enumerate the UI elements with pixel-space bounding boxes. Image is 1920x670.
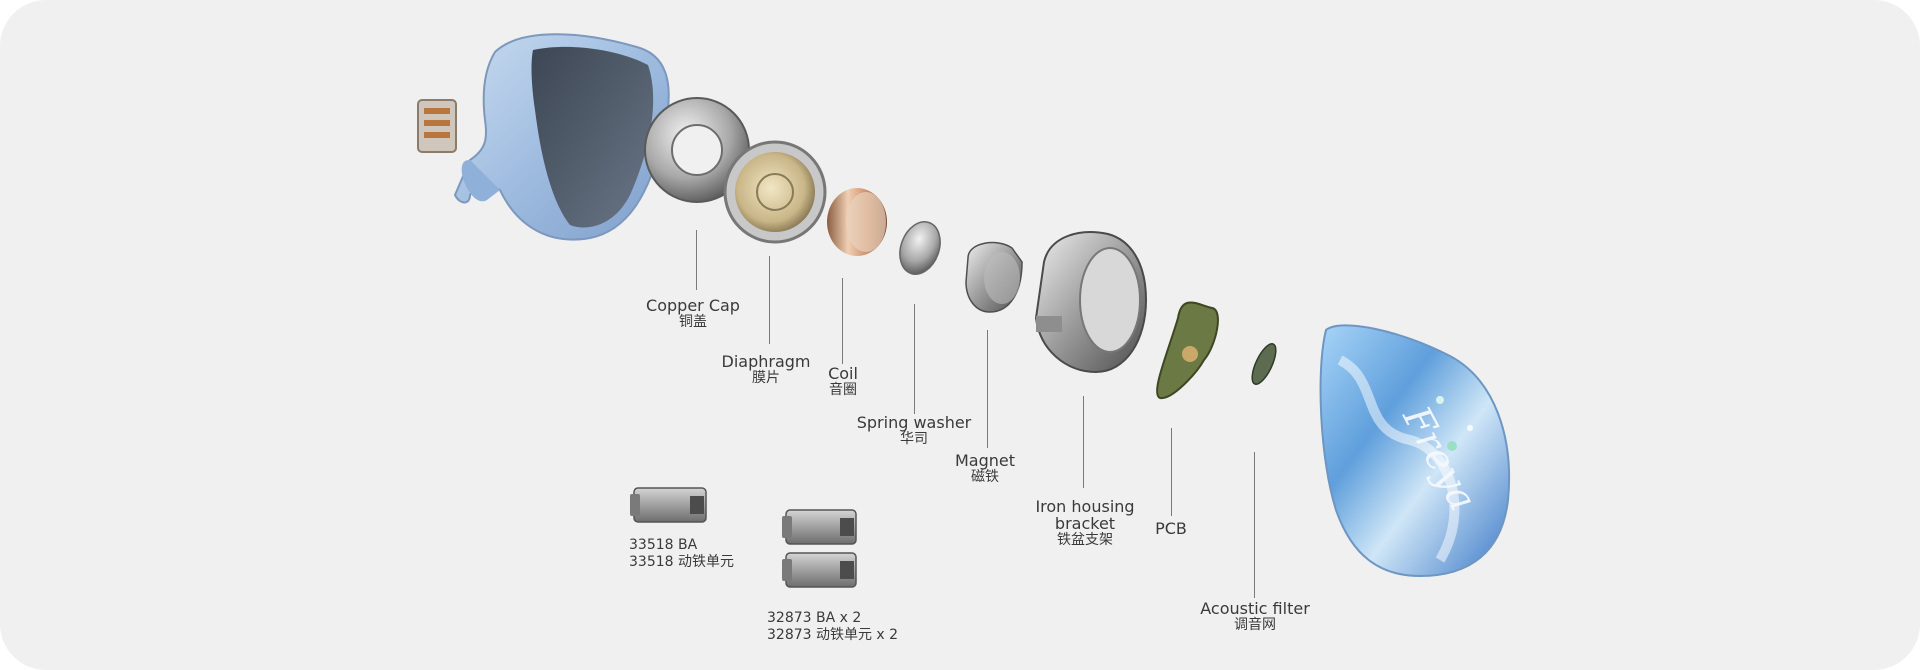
label-acoustic-filter-en: Acoustic filter — [1200, 599, 1310, 618]
magnet-part — [965, 241, 1023, 313]
faceplate-part: Freya — [1319, 324, 1511, 578]
label-iron-housing-zh: 铁盆支架 — [1056, 532, 1113, 548]
label-diaphragm: Diaphragm 膜片 — [722, 353, 811, 387]
leader-copper-cap — [696, 230, 697, 290]
label-ba-33518-zh: 33518 动铁单元 — [629, 554, 734, 570]
label-ba-33518: 33518 BA 33518 动铁单元 — [629, 537, 734, 571]
label-spring-washer: Spring washer 华司 — [857, 414, 972, 448]
label-coil-zh: 音圈 — [828, 382, 857, 398]
label-copper-cap-en: Copper Cap — [646, 296, 740, 315]
mmcx-connector — [417, 99, 457, 153]
earphone-shell — [453, 33, 670, 241]
label-copper-cap-zh: 铜盖 — [678, 314, 707, 330]
leader-iron-housing — [1083, 396, 1084, 488]
label-iron-housing: Iron housing bracket 铁盆支架 — [1035, 498, 1134, 549]
label-coil: Coil 音圈 — [828, 365, 858, 399]
label-diaphragm-en: Diaphragm — [721, 352, 811, 371]
label-ba-32873: 32873 BA x 2 32873 动铁单元 x 2 — [767, 610, 898, 644]
label-spring-washer-zh: 华司 — [899, 431, 928, 447]
leader-diaphragm — [769, 256, 770, 344]
leader-spring-washer — [914, 304, 915, 414]
label-spring-washer-en: Spring washer — [856, 413, 972, 432]
label-copper-cap: Copper Cap 铜盖 — [646, 297, 740, 331]
label-magnet-zh: 磁铁 — [971, 469, 999, 485]
label-diaphragm-zh: 膜片 — [752, 370, 780, 386]
label-iron-housing-en-1: Iron housing — [1035, 497, 1135, 516]
label-iron-housing-en-2: bracket — [1054, 514, 1116, 533]
leader-magnet — [987, 330, 988, 448]
label-acoustic-filter-zh: 调音网 — [1233, 617, 1276, 633]
leader-pcb — [1171, 428, 1172, 516]
label-ba-32873-en: 32873 BA x 2 — [767, 610, 862, 626]
label-magnet: Magnet 磁铁 — [955, 452, 1015, 486]
leader-acoustic-filter — [1254, 452, 1255, 598]
ba-driver-33518 — [630, 487, 707, 523]
pcb-part — [1156, 301, 1219, 400]
label-coil-en: Coil — [828, 364, 858, 383]
label-ba-33518-en: 33518 BA — [629, 537, 698, 553]
spring-washer-part — [899, 221, 941, 275]
leader-coil — [842, 278, 843, 364]
ba-driver-32873-bottom — [782, 552, 857, 588]
coil-part — [827, 188, 887, 256]
label-pcb-en: PCB — [1155, 519, 1187, 538]
label-acoustic-filter: Acoustic filter 调音网 — [1200, 600, 1310, 634]
diaphragm-part — [723, 140, 827, 244]
acoustic-filter-part — [1251, 343, 1277, 385]
label-pcb: PCB — [1155, 520, 1187, 537]
iron-housing-bracket-part — [1034, 231, 1148, 374]
label-magnet-en: Magnet — [954, 451, 1016, 470]
label-ba-32873-zh: 32873 动铁单元 x 2 — [767, 627, 899, 643]
ba-driver-32873-top — [782, 509, 857, 545]
